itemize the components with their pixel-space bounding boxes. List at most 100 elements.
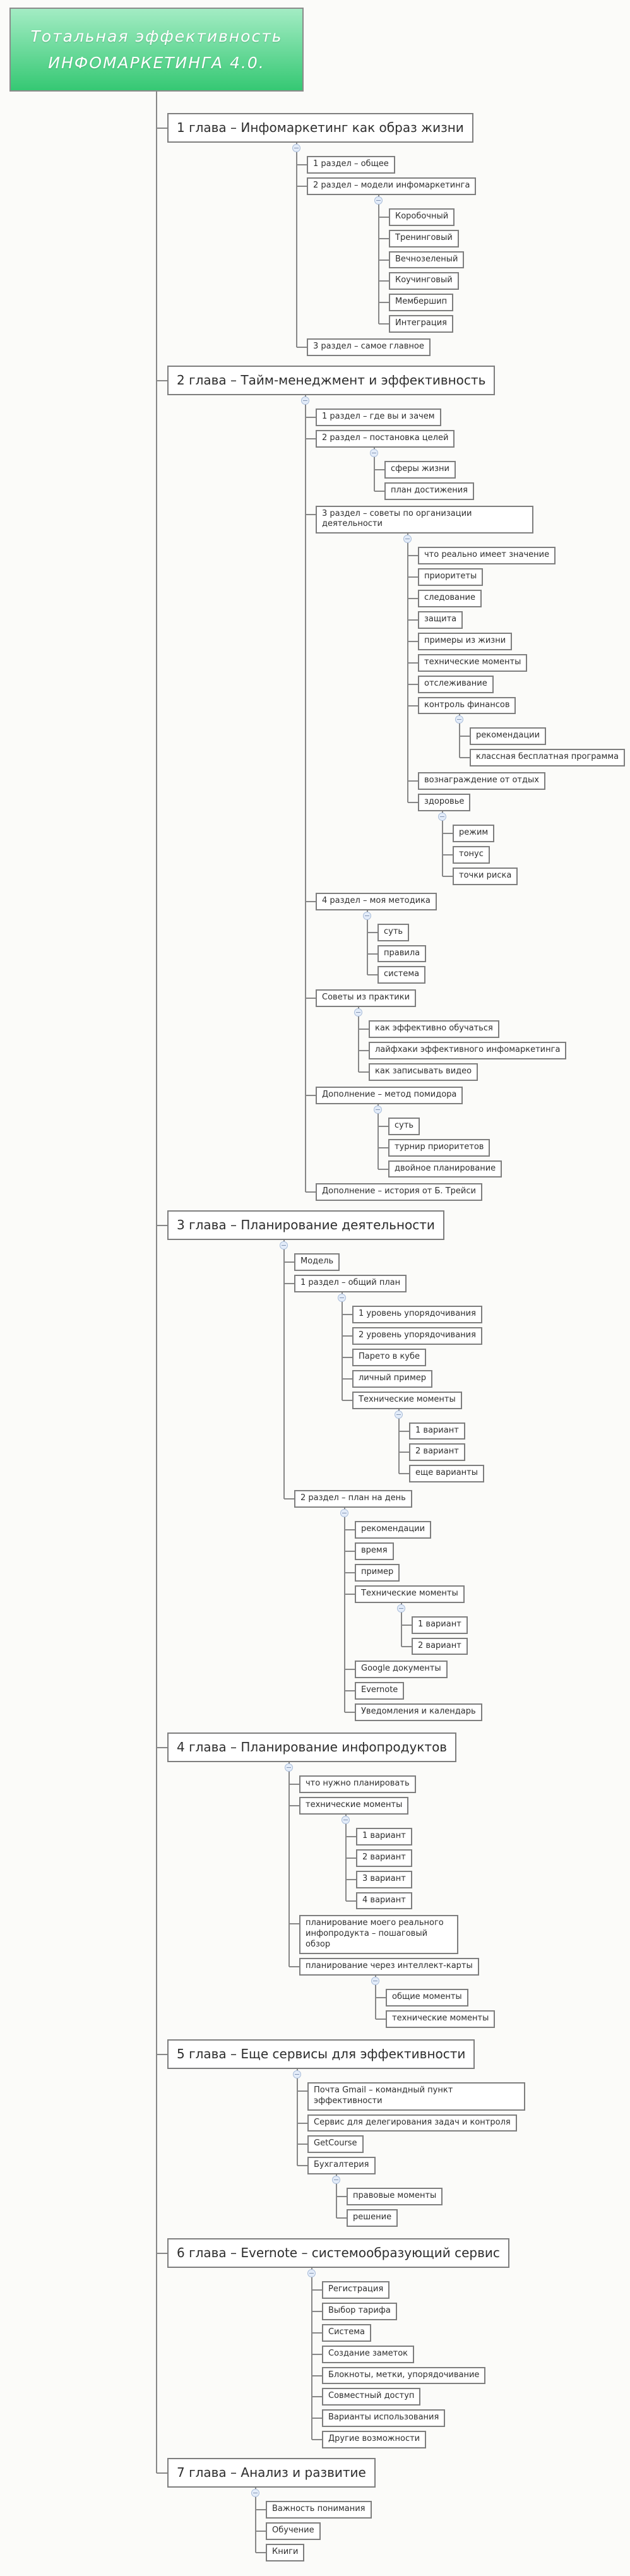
topic-node[interactable]: Бухгалтерия [307, 2157, 376, 2175]
topic-node[interactable]: личный пример [352, 1369, 433, 1388]
collapse-minus-icon[interactable] [397, 1604, 405, 1613]
topic-node[interactable]: Другие возможности [322, 2431, 427, 2449]
topic-node[interactable]: Модель [294, 1253, 340, 1272]
topic-node[interactable]: пример [355, 1563, 400, 1582]
topic-node[interactable]: Технические моменты [352, 1391, 462, 1409]
topic-node[interactable]: 1 вариант [356, 1827, 412, 1846]
topic-node[interactable]: Сервис для делегирования задач и контрол… [307, 2114, 517, 2132]
topic-node[interactable]: вознаграждение от отдых [418, 772, 545, 790]
topic-node[interactable]: 2 вариант [356, 1849, 412, 1867]
collapse-minus-icon[interactable] [374, 1105, 382, 1114]
topic-node[interactable]: Система [322, 2323, 372, 2342]
collapse-minus-icon[interactable] [363, 911, 371, 920]
topic-node[interactable]: планирование моего реального инфопродукт… [299, 1915, 458, 1955]
topic-node[interactable]: план достижения [384, 482, 474, 500]
topic-node[interactable]: тонус [453, 845, 490, 864]
collapse-minus-icon[interactable] [340, 1509, 348, 1518]
topic-node[interactable]: режим [453, 825, 495, 842]
topic-node[interactable]: суть [377, 923, 410, 941]
topic-node[interactable]: 2 раздел – постановка целей [316, 429, 455, 448]
topic-node[interactable]: 1 раздел – общее [307, 156, 395, 174]
topic-node[interactable]: решение [347, 2209, 398, 2227]
collapse-minus-icon[interactable] [292, 144, 300, 152]
chapter-node[interactable]: 2 глава – Тайм-менеджмент и эффективност… [167, 366, 496, 396]
topic-node[interactable]: Советы из практики [316, 989, 417, 1008]
collapse-minus-icon[interactable] [285, 1763, 293, 1772]
topic-node[interactable]: 4 раздел – моя методика [316, 892, 437, 910]
topic-node[interactable]: время [355, 1542, 394, 1560]
collapse-minus-icon[interactable] [403, 535, 412, 544]
topic-node[interactable]: Создание заметок [322, 2345, 415, 2363]
topic-node[interactable]: 1 раздел – общий план [294, 1275, 407, 1293]
topic-node[interactable]: Обучение [266, 2522, 321, 2540]
topic-node[interactable]: следование [418, 590, 482, 608]
topic-node[interactable]: защита [418, 611, 463, 629]
topic-node[interactable]: сферы жизни [384, 460, 456, 479]
topic-node[interactable]: Дополнение – метод помидора [316, 1086, 463, 1104]
topic-node[interactable]: Google документы [355, 1661, 448, 1679]
topic-node[interactable]: система [377, 966, 426, 984]
chapter-node[interactable]: 4 глава – Планирование инфопродуктов [167, 1732, 457, 1763]
collapse-minus-icon[interactable] [455, 715, 463, 724]
collapse-minus-icon[interactable] [438, 813, 446, 821]
topic-node[interactable]: суть [388, 1117, 420, 1135]
topic-node[interactable]: точки риска [453, 867, 518, 885]
topic-node[interactable]: Технические моменты [355, 1585, 465, 1603]
topic-node[interactable]: 3 вариант [356, 1870, 412, 1888]
topic-node[interactable]: как эффективно обучаться [369, 1020, 499, 1039]
topic-node[interactable]: рекомендации [355, 1521, 432, 1539]
topic-node[interactable]: Вечнозеленый [389, 251, 465, 269]
topic-node[interactable]: 1 вариант [412, 1616, 468, 1634]
topic-node[interactable]: что реально имеет значение [418, 547, 556, 565]
topic-node[interactable]: Книги [266, 2543, 305, 2561]
topic-node[interactable]: 1 уровень упорядочивания [352, 1306, 482, 1323]
topic-node[interactable]: еще варианты [409, 1465, 485, 1483]
collapse-minus-icon[interactable] [251, 2489, 259, 2498]
topic-node[interactable]: Evernote [355, 1682, 405, 1700]
topic-node[interactable]: 2 уровень упорядочивания [352, 1327, 482, 1345]
chapter-node[interactable]: 7 глава – Анализ и развитие [167, 2458, 376, 2488]
topic-node[interactable]: Важность понимания [266, 2501, 372, 2519]
topic-node[interactable]: классная бесплатная программа [470, 749, 626, 767]
topic-node[interactable]: 2 вариант [409, 1443, 465, 1462]
topic-node[interactable]: контроль финансов [418, 696, 516, 715]
topic-node[interactable]: Коучинговый [389, 272, 459, 290]
topic-node[interactable]: GetCourse [307, 2135, 364, 2154]
root-topic[interactable]: Тотальная эффективность ИНФОМАРКЕТИНГА 4… [9, 8, 304, 92]
collapse-minus-icon[interactable] [354, 1008, 362, 1017]
topic-node[interactable]: технические моменты [418, 653, 528, 672]
chapter-node[interactable]: 5 глава – Еще сервисы для эффективности [167, 2039, 475, 2069]
topic-node[interactable]: рекомендации [470, 727, 547, 746]
topic-node[interactable]: 1 вариант [409, 1422, 465, 1440]
topic-node[interactable]: общие моменты [386, 1989, 468, 2007]
topic-node[interactable]: технические моменты [386, 2010, 496, 2028]
collapse-minus-icon[interactable] [395, 1410, 403, 1419]
topic-node[interactable]: технические моменты [299, 1797, 409, 1815]
collapse-minus-icon[interactable] [370, 448, 378, 457]
topic-node[interactable]: Коробочный [389, 208, 455, 226]
collapse-minus-icon[interactable] [293, 2070, 301, 2078]
topic-node[interactable]: Тренинговый [389, 229, 459, 247]
topic-node[interactable]: планирование через интеллект-карты [299, 1958, 479, 1976]
collapse-minus-icon[interactable] [342, 1815, 350, 1824]
topic-node[interactable]: 4 вариант [356, 1892, 412, 1910]
topic-node[interactable]: 2 вариант [412, 1637, 468, 1655]
topic-node[interactable]: Уведомления и календарь [355, 1703, 482, 1722]
topic-node[interactable]: турнир приоритетов [388, 1138, 490, 1157]
topic-node[interactable]: Выбор тарифа [322, 2302, 397, 2320]
chapter-node[interactable]: 6 глава – Evernote – системообразующий с… [167, 2238, 509, 2269]
topic-node[interactable]: Регистрация [322, 2281, 390, 2299]
topic-node[interactable]: Дополнение – история от Б. Трейси [316, 1183, 482, 1202]
topic-node[interactable]: 2 раздел – план на день [294, 1490, 412, 1508]
collapse-minus-icon[interactable] [371, 1977, 379, 1986]
topic-node[interactable]: Интеграция [389, 315, 453, 333]
topic-node[interactable]: примеры из жизни [418, 632, 513, 650]
topic-node[interactable]: 2 раздел – модели инфомаркетинга [307, 177, 477, 195]
chapter-node[interactable]: 3 глава – Планирование деятельности [167, 1210, 444, 1241]
collapse-minus-icon[interactable] [374, 196, 383, 205]
topic-node[interactable]: здоровье [418, 794, 471, 812]
topic-node[interactable]: как записывать видео [369, 1063, 478, 1081]
chapter-node[interactable]: 1 глава – Инфомаркетинг как образ жизни [167, 113, 473, 143]
topic-node[interactable]: 3 раздел – советы по организации деятель… [316, 505, 533, 534]
topic-node[interactable]: 3 раздел – самое главное [307, 338, 431, 357]
